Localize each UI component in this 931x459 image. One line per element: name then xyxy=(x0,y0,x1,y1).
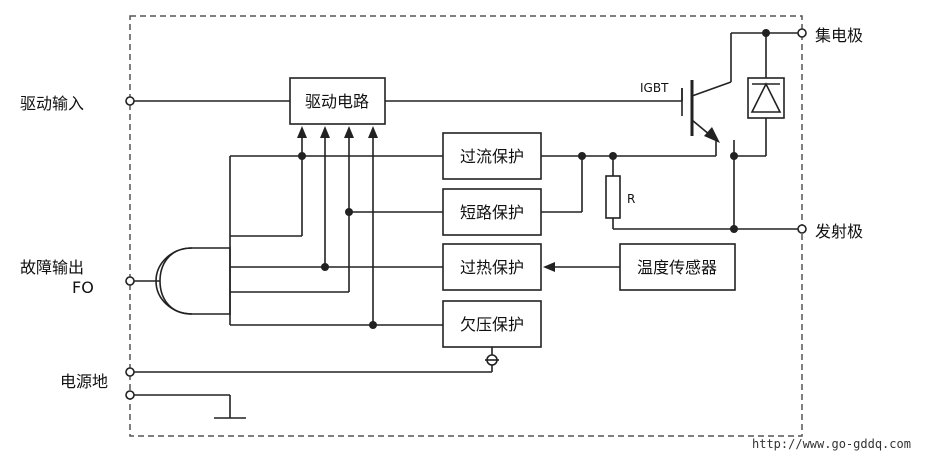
resistor-label: R xyxy=(627,192,635,206)
and-gate-curve xyxy=(159,247,193,315)
power-ground-terminal-1 xyxy=(125,367,135,377)
diode-symbol xyxy=(747,77,785,119)
fault-output-label: 故障输出 xyxy=(20,258,84,277)
collector-label: 集电极 xyxy=(815,26,863,45)
short-circuit-label: 短路保护 xyxy=(460,203,524,222)
temp-sensor-label: 温度传感器 xyxy=(637,258,717,277)
undervoltage-block: 欠压保护 xyxy=(442,300,542,348)
drive-circuit-label: 驱动电路 xyxy=(305,92,369,111)
drive-input-terminal xyxy=(125,96,135,106)
fault-output-sub-label: FO xyxy=(72,278,94,297)
watermark-url: http://www.go-gddq.com xyxy=(752,437,911,451)
igbt-symbol xyxy=(681,80,732,143)
power-ground-terminal-2 xyxy=(125,390,135,400)
collector-terminal xyxy=(797,28,807,38)
overcurrent-label: 过流保护 xyxy=(460,147,524,166)
overheat-block: 过热保护 xyxy=(442,243,542,291)
drive-circuit-block: 驱动电路 xyxy=(289,77,386,125)
drive-input-label: 驱动输入 xyxy=(20,94,84,113)
undervoltage-label: 欠压保护 xyxy=(460,315,524,334)
fault-output-terminal xyxy=(125,276,135,286)
sense-resistor xyxy=(605,175,621,219)
overcurrent-block: 过流保护 xyxy=(442,132,542,180)
overheat-label: 过热保护 xyxy=(460,258,524,277)
junction-dots xyxy=(298,29,770,329)
power-ground-label: 电源地 xyxy=(60,372,108,391)
igbt-label: IGBT xyxy=(640,81,669,95)
temp-sensor-block: 温度传感器 xyxy=(619,243,736,291)
short-circuit-block: 短路保护 xyxy=(442,188,542,236)
emitter-label: 发射极 xyxy=(815,222,863,241)
emitter-terminal xyxy=(797,224,807,234)
